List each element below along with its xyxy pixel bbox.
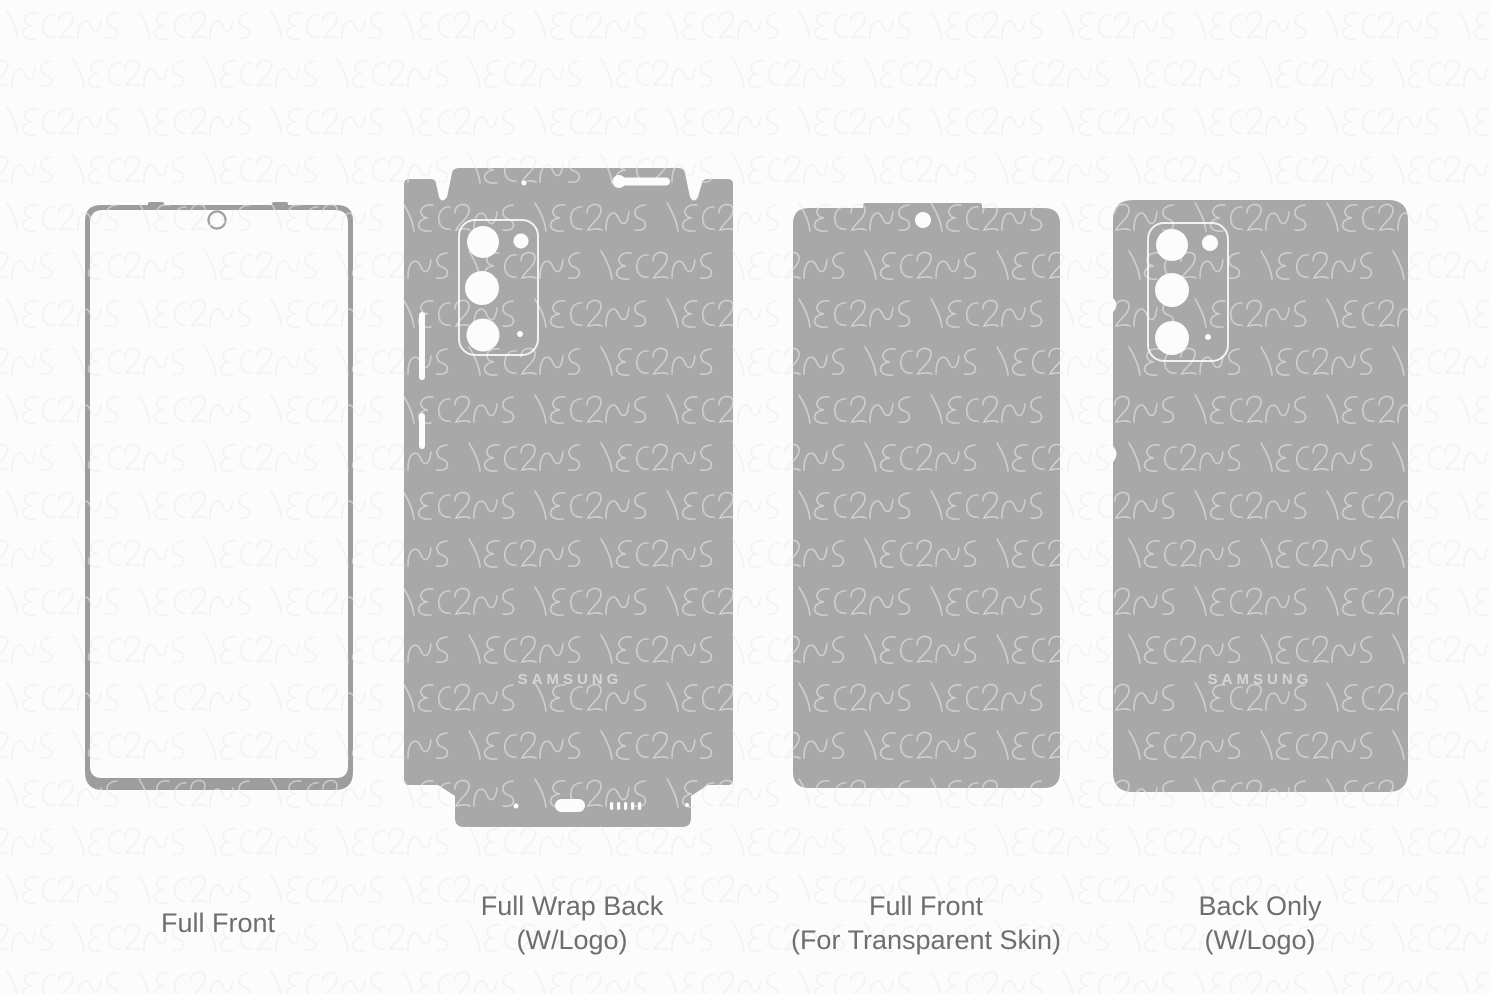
usb-port-cutout bbox=[555, 799, 585, 812]
camera-lens-cutout bbox=[467, 226, 499, 258]
volume-button-slot bbox=[419, 312, 425, 380]
samsung-logo: SAMSUNG bbox=[517, 671, 623, 688]
template-back-only bbox=[1113, 200, 1408, 792]
template-label-full-front: Full Front bbox=[68, 906, 368, 940]
sensor-dot-cutout bbox=[1205, 334, 1211, 340]
sensor-dot-cutout bbox=[517, 331, 523, 337]
template-label-back-only: Back Only (W/Logo) bbox=[1110, 889, 1410, 957]
label-line: Full Front bbox=[868, 891, 984, 921]
label-line: (W/Logo) bbox=[516, 925, 628, 955]
template-full-wrap-back bbox=[404, 168, 733, 827]
samsung-logo: SAMSUNG bbox=[1207, 671, 1313, 688]
top-mic-hole bbox=[521, 180, 527, 186]
camera-lens-cutout bbox=[466, 318, 500, 352]
punch-hole-camera-outline bbox=[207, 210, 227, 230]
camera-lens-cutout bbox=[465, 271, 499, 305]
punch-hole-camera-cutout bbox=[915, 212, 931, 228]
label-line: (For Transparent Skin) bbox=[790, 925, 1062, 955]
front-solid-skin-shape bbox=[793, 203, 1060, 788]
top-slot-cutout bbox=[616, 177, 670, 186]
front-skin-outline bbox=[85, 205, 353, 790]
camera-lens-cutout bbox=[1155, 273, 1189, 307]
label-line: Full Front bbox=[160, 908, 276, 938]
power-button-slot bbox=[419, 413, 425, 449]
label-line: Back Only bbox=[1198, 891, 1322, 921]
label-line: (W/Logo) bbox=[1204, 925, 1316, 955]
template-full-front bbox=[85, 202, 353, 790]
flash-cutout bbox=[513, 233, 529, 249]
flash-cutout bbox=[1202, 235, 1218, 251]
wrap-back-skin-shape bbox=[404, 168, 733, 827]
camera-lens-cutout bbox=[1156, 229, 1188, 261]
template-full-front-transparent bbox=[793, 203, 1060, 788]
bottom-dot-cutout bbox=[685, 803, 689, 807]
label-line: Full Wrap Back bbox=[480, 891, 664, 921]
template-label-full-front-transparent: Full Front (For Transparent Skin) bbox=[751, 889, 1101, 957]
bottom-mic-hole bbox=[513, 803, 519, 809]
template-label-full-wrap-back: Full Wrap Back (W/Logo) bbox=[422, 889, 722, 957]
camera-lens-cutout bbox=[1155, 321, 1189, 355]
